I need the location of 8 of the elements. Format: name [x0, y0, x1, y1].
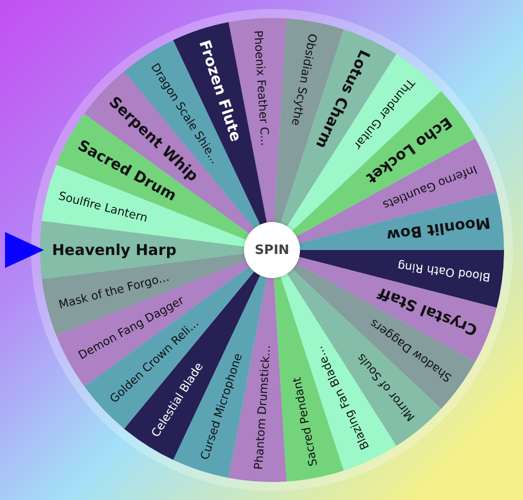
segment-label: Obsidian Scythe — [288, 32, 320, 127]
segment-label: Phantom Drumstick... — [251, 344, 273, 470]
segment-label: Phoenix Feather C... — [251, 30, 272, 146]
segment-label: Soulfire Lantern — [57, 188, 150, 225]
segment-label: Moonlit Bow — [385, 214, 492, 244]
segment-label: Heavenly Harp — [52, 241, 176, 259]
segment-label: Sacred Pendant — [289, 376, 320, 468]
segment-label: Blood Oath Ring — [396, 258, 492, 285]
